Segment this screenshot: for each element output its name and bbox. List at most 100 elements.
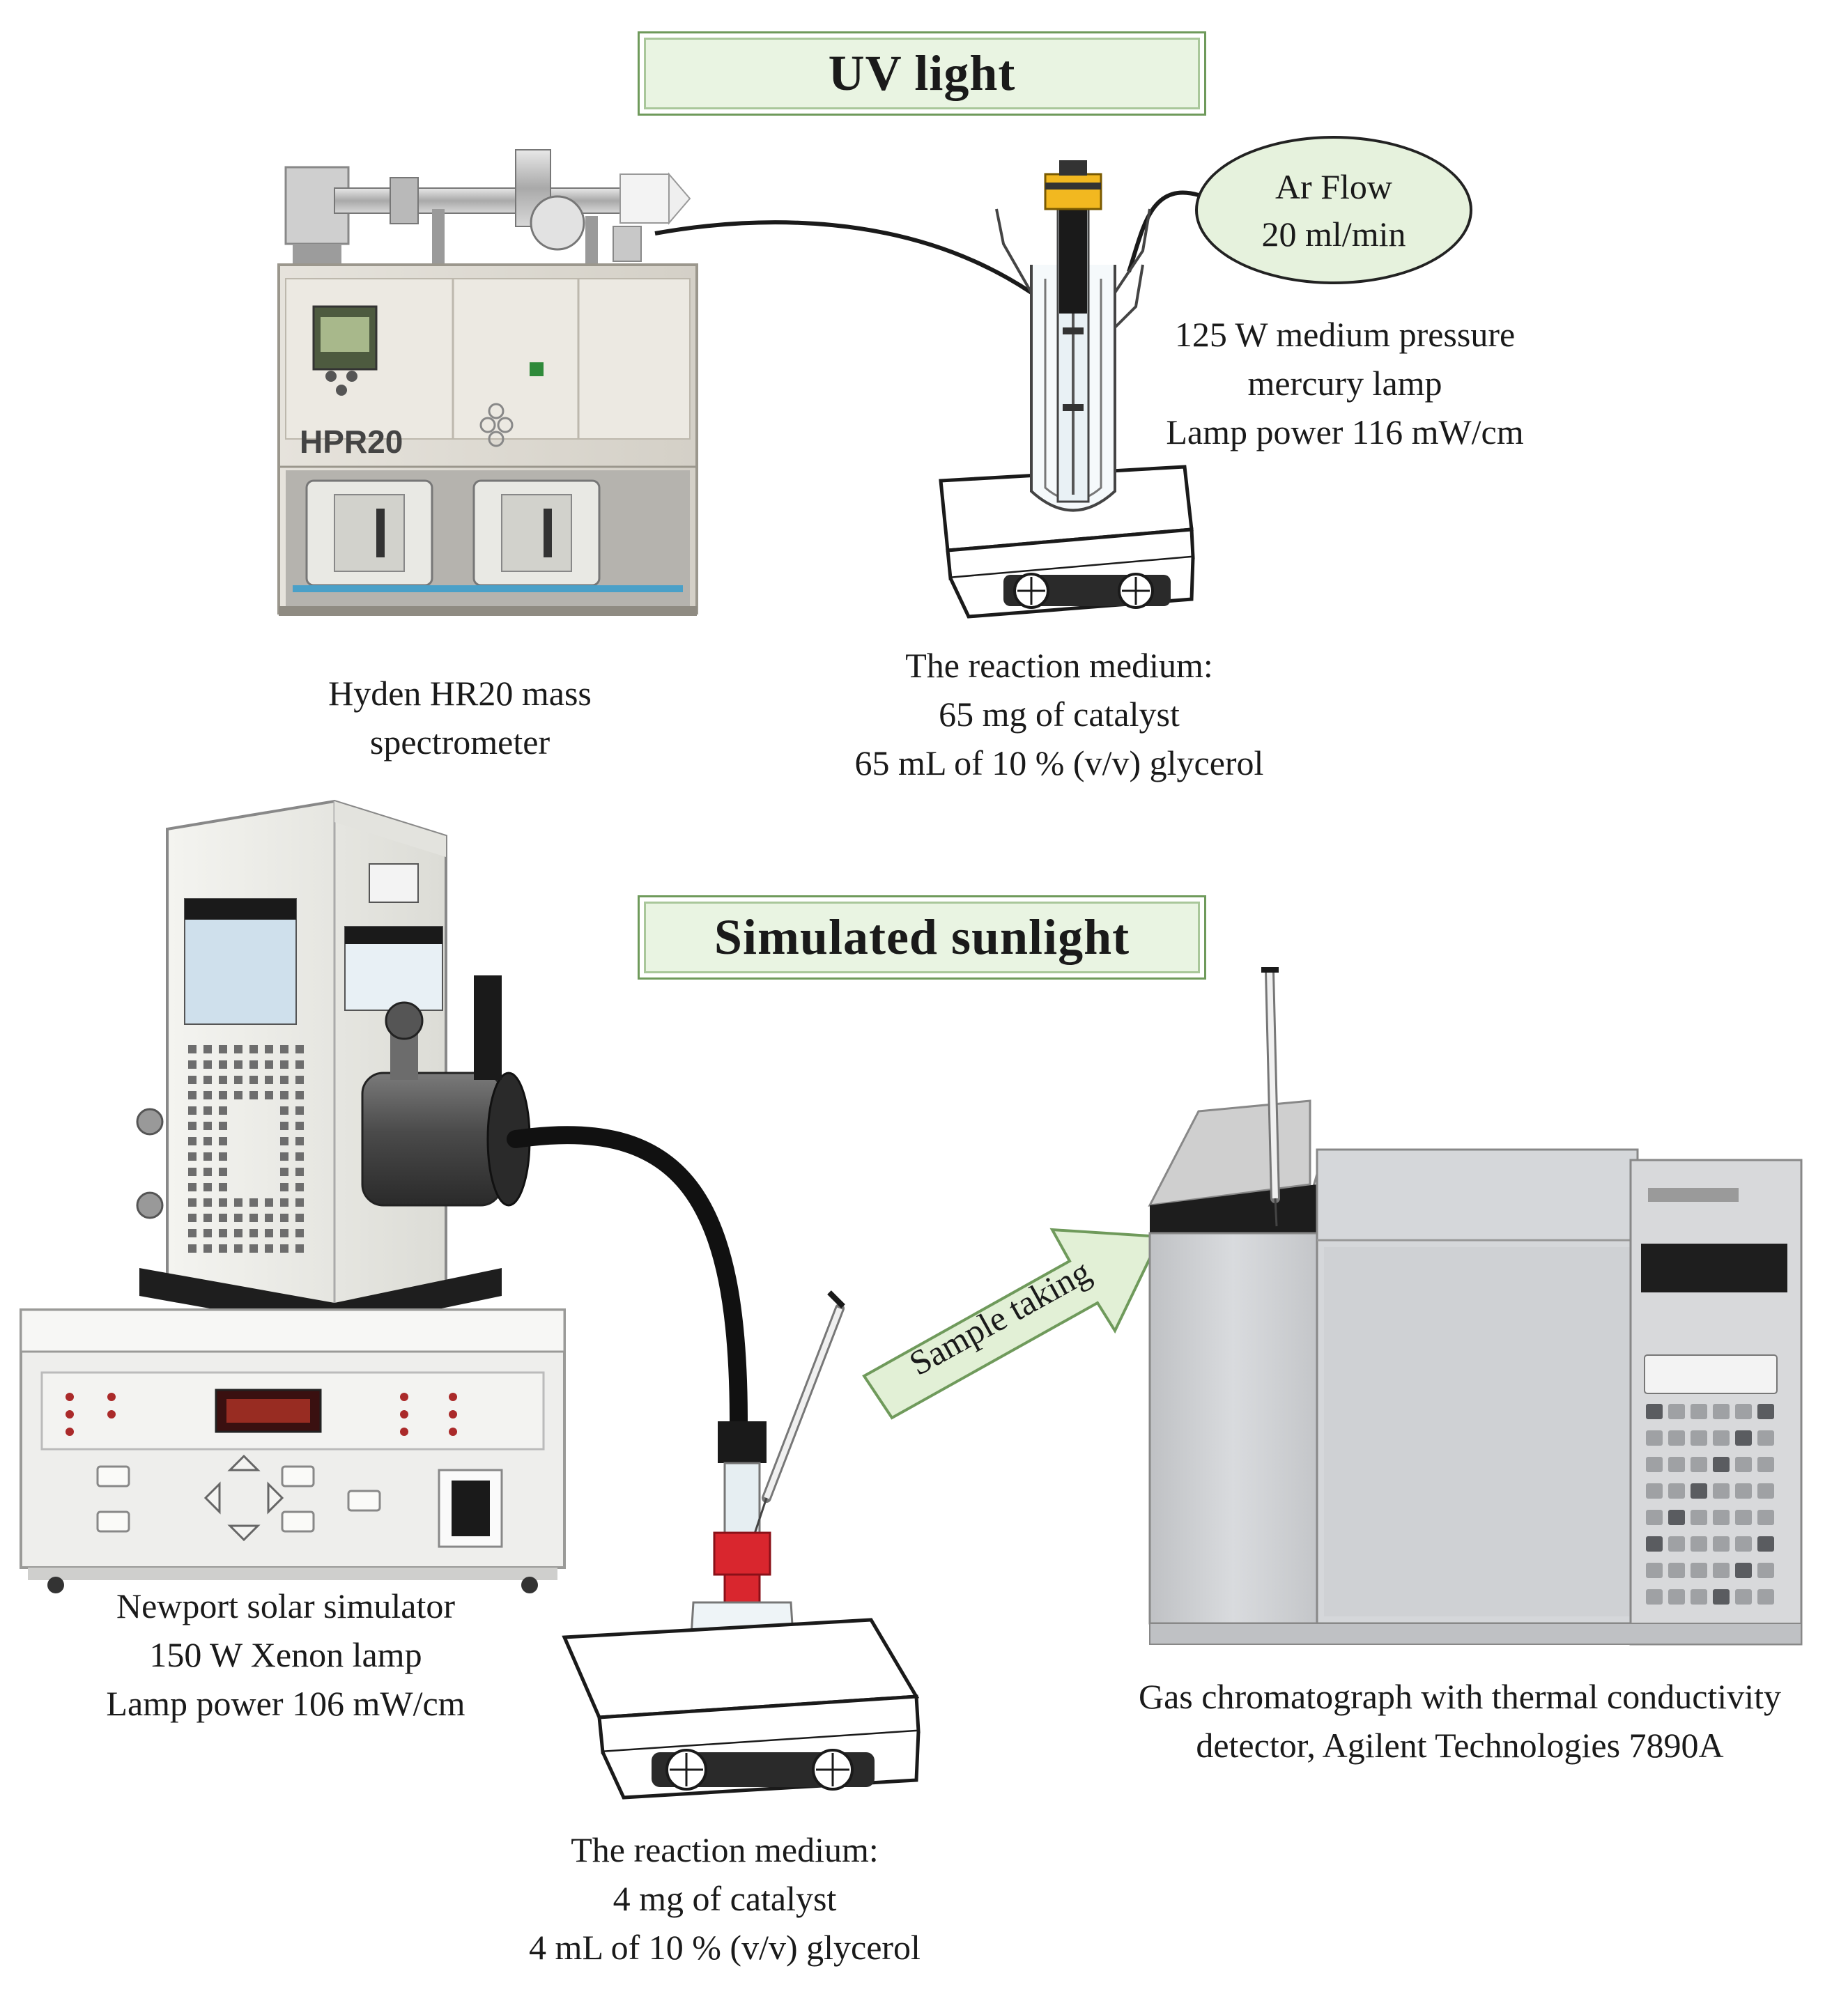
vent-hole [203,1168,212,1176]
vent-hole [249,1091,258,1099]
gc-keypad-key [1646,1483,1663,1499]
vent-hole [265,1045,273,1053]
sun-reaction-medium-caption: The reaction medium: 4 mg of catalyst 4 … [481,1825,969,1972]
gc-keypad-key [1668,1404,1685,1419]
uv-reaction-medium-line2: 65 mg of catalyst [939,695,1180,734]
gc-keypad-key [1646,1404,1663,1419]
gc-keypad-key [1713,1536,1730,1552]
gc-keypad-key [1691,1536,1707,1552]
vent-hole [234,1198,242,1207]
vent-hole [203,1091,212,1099]
vent-hole [295,1183,304,1191]
vent-hole [280,1122,288,1130]
vent-hole [219,1244,227,1253]
vent-hole [249,1045,258,1053]
gc-keypad-key [1713,1483,1730,1499]
uv-reaction-medium-line1: The reaction medium: [905,646,1213,685]
gc-keypad-key [1757,1430,1774,1446]
vent-hole [280,1106,288,1115]
vent-hole [203,1214,212,1222]
vent-hole [249,1076,258,1084]
gc-keypad-key [1691,1430,1707,1446]
vent-hole [203,1152,212,1161]
vent-hole [188,1244,197,1253]
gc-keypad-key [1668,1589,1685,1605]
vent-hole [203,1229,212,1237]
mass-spectrometer-illustration: HPR20 [277,149,698,616]
vent-hole [295,1244,304,1253]
vent-hole [295,1137,304,1145]
vent-hole [234,1091,242,1099]
vent-hole [295,1198,304,1207]
sunlight-reactor-illustration [562,1290,921,1800]
vent-hole [295,1076,304,1084]
gc-keypad-key [1757,1536,1774,1552]
gc-keypad-key [1646,1430,1663,1446]
sample-taking-arrow [862,1228,1163,1420]
vent-hole [188,1229,197,1237]
argon-flow-label: Ar Flow [1275,167,1393,206]
vent-hole [280,1060,288,1069]
gc-keypad-key [1757,1589,1774,1605]
gc-keypad-key [1735,1483,1752,1499]
vent-hole [295,1122,304,1130]
vent-hole [234,1060,242,1069]
vent-hole [188,1045,197,1053]
solar-simulator-caption-line3: Lamp power 106 mW/cm [106,1684,465,1723]
vent-hole [280,1168,288,1176]
vent-hole [295,1091,304,1099]
vent-hole [188,1214,197,1222]
uv-lamp-caption-line3: Lamp power 116 mW/cm [1166,412,1524,451]
vent-hole [234,1229,242,1237]
vent-hole [249,1198,258,1207]
gc-keypad-key [1735,1589,1752,1605]
vent-hole [188,1060,197,1069]
vent-hole [219,1122,227,1130]
vent-hole [295,1214,304,1222]
uv-light-title: UV light [638,31,1206,116]
gc-keypad-key [1691,1404,1707,1419]
vent-hole [280,1198,288,1207]
vent-hole [265,1091,273,1099]
vent-hole [219,1152,227,1161]
gc-keypad-key [1668,1457,1685,1472]
vent-hole [219,1045,227,1053]
vent-hole [249,1214,258,1222]
vent-hole [280,1214,288,1222]
gas-chromatograph-illustration [1148,967,1803,1646]
capillary-line [654,220,1033,295]
uv-lamp-caption: 125 W medium pressure mercury lamp Lamp … [1129,310,1561,456]
gc-keypad-key [1691,1589,1707,1605]
vent-hole [265,1060,273,1069]
vent-hole [219,1183,227,1191]
vent-hole [219,1229,227,1237]
vent-hole [234,1244,242,1253]
vent-hole [203,1076,212,1084]
vent-hole [295,1152,304,1161]
vent-hole [219,1091,227,1099]
vent-hole [203,1106,212,1115]
gc-keypad-key [1691,1510,1707,1525]
uv-reactor-illustration [939,160,1195,619]
vent-hole [280,1229,288,1237]
gc-keypad-key [1757,1563,1774,1578]
uv-reaction-medium-line3: 65 mL of 10 % (v/v) glycerol [854,743,1264,782]
gc-keypad-key [1691,1483,1707,1499]
vent-hole [280,1076,288,1084]
uv-lamp-caption-line2: mercury lamp [1247,364,1442,403]
vent-hole [295,1168,304,1176]
solar-simulator-caption-line2: 150 W Xenon lamp [149,1635,422,1674]
sun-reaction-medium-line1: The reaction medium: [571,1830,879,1869]
gc-keypad-key [1713,1589,1730,1605]
gc-keypad-key [1757,1404,1774,1419]
mass-spectrometer-caption-line2: spectrometer [369,722,550,762]
gc-keypad-key [1668,1536,1685,1552]
vent-hole [249,1060,258,1069]
gc-keypad-key [1691,1457,1707,1472]
gc-keypad-key [1713,1510,1730,1525]
vent-hole [219,1060,227,1069]
hpr20-panel-label: HPR20 [300,424,403,460]
gc-keypad-key [1668,1563,1685,1578]
